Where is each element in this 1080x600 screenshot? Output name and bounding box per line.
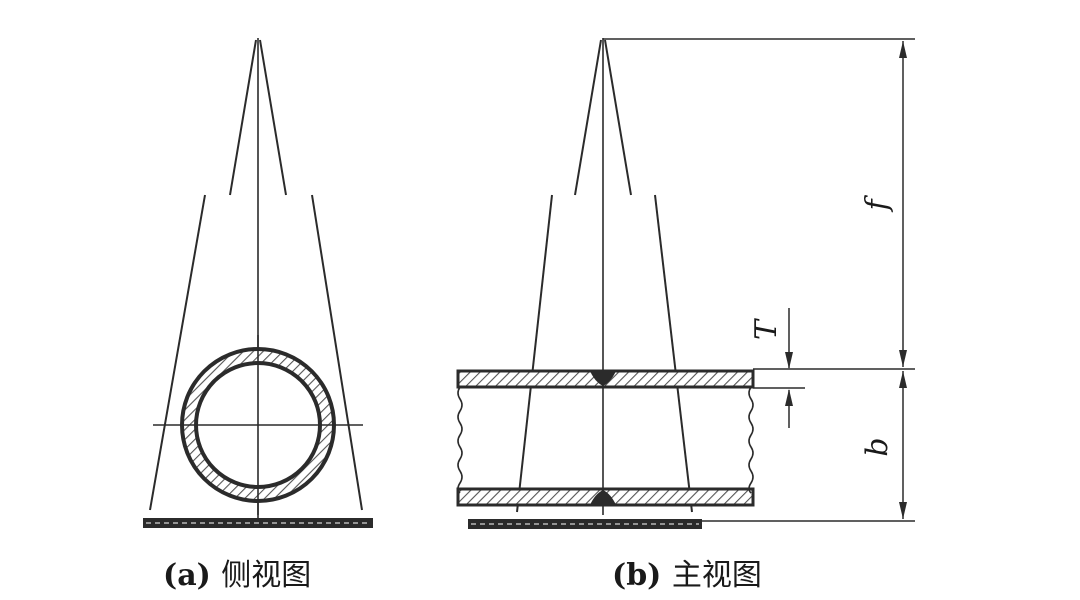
dim-label-T: T — [749, 318, 784, 340]
pipe-break-line-right — [748, 386, 754, 494]
dim-arrow-b-bottom — [899, 502, 907, 519]
dim-arrow-f-bottom — [899, 350, 907, 367]
caption-tag: (b) — [612, 558, 662, 593]
weld-bead-upper — [590, 371, 616, 386]
caption-front-view: (b) 主视图 — [612, 550, 762, 594]
dim-arrow-T-lower — [785, 389, 793, 406]
weld-bead-lower — [590, 490, 616, 505]
pipe-break-line-left — [457, 386, 463, 494]
beam-edge-inner-left — [229, 39, 257, 196]
beam-edge-outer-left — [516, 194, 553, 513]
beam-edge-inner-right — [604, 39, 632, 196]
caption-tag: (a) — [163, 558, 211, 593]
caption-side-view: (a) 侧视图 — [163, 550, 311, 594]
beam-edge-outer-left — [149, 194, 206, 511]
beam-edge-inner-left — [574, 39, 602, 196]
dim-arrow-T-upper — [785, 352, 793, 369]
dim-arrow-f-top — [899, 41, 907, 58]
dim-label-b: b — [860, 437, 895, 456]
film-plate — [468, 519, 702, 529]
caption-title: 主视图 — [671, 558, 762, 593]
dim-arrow-b-top — [899, 371, 907, 388]
beam-edge-outer-right — [654, 194, 693, 513]
beam-edge-inner-right — [259, 39, 287, 196]
beam-edge-outer-right — [311, 194, 363, 511]
front-view-panel: f T b — [456, 38, 915, 529]
dim-label-f: f — [860, 195, 895, 213]
caption-title: 侧视图 — [221, 558, 312, 593]
side-view-panel — [143, 38, 373, 528]
